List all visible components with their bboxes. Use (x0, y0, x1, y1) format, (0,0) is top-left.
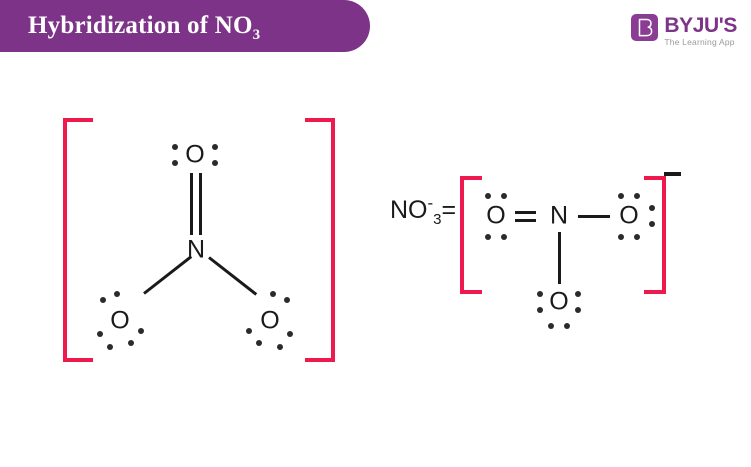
right-structure-single-bond-right (578, 215, 610, 218)
lone-pair-dot (618, 234, 624, 240)
formula-equals-sign: = (441, 196, 457, 224)
right-structure-atom-o-right: O (619, 201, 639, 230)
left-structure-bracket-open (63, 118, 93, 362)
title-banner: Hybridization of NO3 (0, 0, 370, 52)
right-structure-atom-o-left: O (486, 201, 506, 230)
lone-pair-dot (575, 291, 581, 297)
lone-pair-dot (501, 234, 507, 240)
formula-subscript: 3 (433, 211, 442, 228)
right-structure-double-bond-line-b (515, 219, 536, 222)
lone-pair-dot (107, 344, 113, 350)
lone-pair-dot (172, 160, 178, 166)
lone-pair-dot (564, 323, 570, 329)
lone-pair-dot (501, 193, 507, 199)
lone-pair-dot (212, 144, 218, 150)
logo-wordmark: BYJU'S The Learning App (664, 14, 737, 47)
right-structure-bracket-close (644, 176, 666, 294)
lone-pair-dot (537, 291, 543, 297)
lone-pair-dot (100, 297, 106, 303)
left-structure-atom-o-top: O (185, 140, 205, 169)
left-structure-double-bond-line-b (199, 173, 202, 235)
lone-pair-dot (618, 193, 624, 199)
lone-pair-dot (537, 307, 543, 313)
left-structure-double-bond-line-a (190, 173, 193, 235)
lone-pair-dot (649, 221, 655, 227)
left-structure-single-bond-left (143, 255, 193, 295)
logo-brand-text: BYJU'S (664, 14, 737, 37)
lone-pair-dot (172, 144, 178, 150)
left-structure-atom-n-center: N (186, 235, 206, 264)
lone-pair-dot (634, 193, 640, 199)
byjus-logo-mark-icon (631, 14, 659, 41)
formula-charge-superscript: - (427, 193, 434, 213)
lone-pair-dot (212, 160, 218, 166)
right-structure-charge-minus (664, 172, 681, 176)
lone-pair-dot (277, 344, 283, 350)
left-structure-atom-o-bottom-left: O (110, 306, 130, 335)
right-structure-atom-o-bottom: O (549, 287, 569, 316)
lone-pair-dot (287, 331, 293, 337)
right-structure-single-bond-bottom (558, 232, 561, 284)
byjus-logo[interactable]: BYJU'S The Learning App (631, 14, 737, 47)
lone-pair-dot (246, 328, 252, 334)
lone-pair-dot (485, 234, 491, 240)
lone-pair-dot (128, 340, 134, 346)
page-title: Hybridization of NO3 (28, 12, 261, 43)
lone-pair-dot (114, 291, 120, 297)
lone-pair-dot (485, 193, 491, 199)
left-structure-bracket-close (305, 118, 335, 362)
right-structure-atom-n-center: N (549, 201, 569, 230)
page-title-main: Hybridization of NO (28, 12, 253, 39)
lone-pair-dot (138, 328, 144, 334)
logo-tagline-text: The Learning App (664, 37, 735, 47)
left-structure-single-bond-right (208, 256, 258, 296)
lone-pair-dot (634, 234, 640, 240)
lone-pair-dot (575, 307, 581, 313)
lone-pair-dot (97, 331, 103, 337)
right-structure-double-bond-line-a (515, 211, 536, 214)
left-structure-atom-o-bottom-right: O (260, 306, 280, 335)
lone-pair-dot (649, 205, 655, 211)
lone-pair-dot (256, 340, 262, 346)
lone-pair-dot (284, 297, 290, 303)
right-structure-bracket-open (460, 176, 482, 294)
lone-pair-dot (548, 323, 554, 329)
right-structure-formula-label: NO-3= (390, 195, 457, 227)
formula-main: NO (390, 196, 428, 224)
lone-pair-dot (270, 291, 276, 297)
page-title-subscript: 3 (252, 27, 261, 43)
